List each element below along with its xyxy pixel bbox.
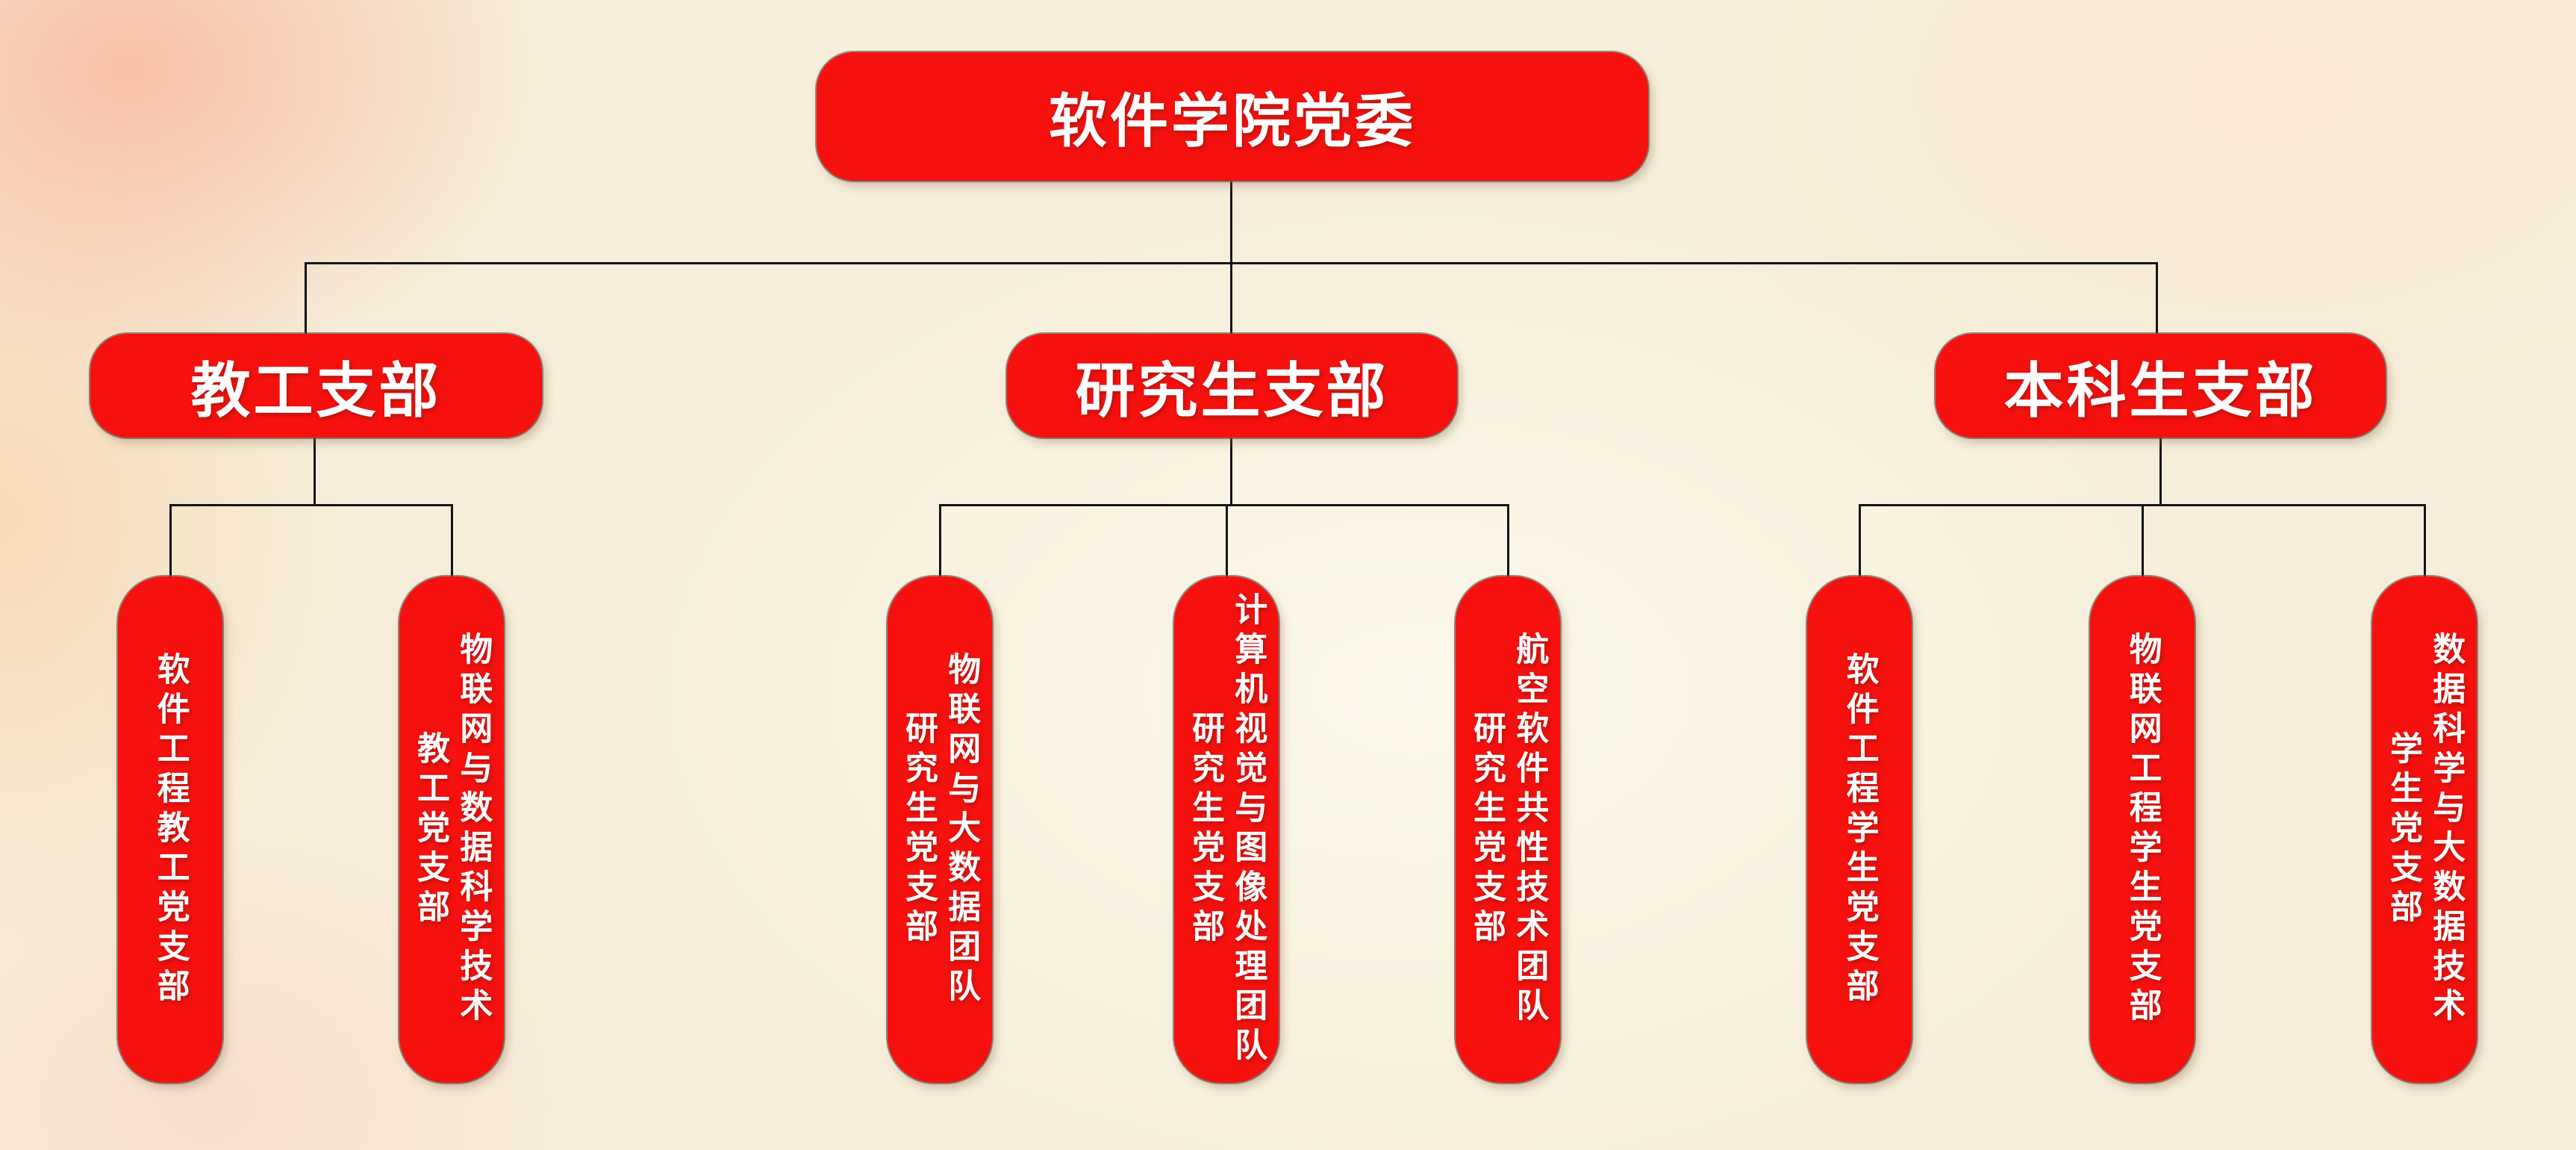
root-box-label: 软件学院党委 xyxy=(1048,88,1416,154)
root-box-party-committee: 软件学院党委 xyxy=(817,52,1648,181)
connector-drop-leaf-1-1 xyxy=(1226,506,1228,576)
branch-box-label: 研究生支部 xyxy=(1075,357,1389,424)
connector-branch-2-horizontal xyxy=(1859,504,2426,506)
leaf-box-label: 物联网与大数据团队 研究生党支部 xyxy=(900,651,980,1008)
branch-box-faculty: 教工支部 xyxy=(90,334,542,438)
connector-branch-0-stub xyxy=(314,438,316,505)
leaf-box-software-eng-student: 软件工程学生党支部 xyxy=(1807,576,1912,1083)
connector-branch-2-stub xyxy=(2159,438,2162,505)
connector-drop-branch-1 xyxy=(1230,263,1232,334)
connector-drop-leaf-0-0 xyxy=(169,506,172,576)
leaf-box-iot-eng-student: 物联网工程学生党支部 xyxy=(2090,576,2195,1083)
connector-drop-leaf-1-0 xyxy=(939,506,941,576)
branch-box-graduate: 研究生支部 xyxy=(1007,334,1457,438)
leaf-box-label: 软件工程学生党支部 xyxy=(1841,651,1878,1008)
branch-box-label: 本科生支部 xyxy=(2003,357,2318,424)
connector-drop-leaf-1-2 xyxy=(1507,506,1509,576)
leaf-box-label: 物联网与数据科学技术 教工党支部 xyxy=(412,632,492,1028)
connector-branch-1-stub xyxy=(1230,438,1232,505)
leaf-box-cv-image-grad: 计算机视觉与图像处理团队 研究生党支部 xyxy=(1174,576,1279,1083)
connector-drop-leaf-2-0 xyxy=(1859,506,1861,576)
connector-drop-branch-0 xyxy=(305,263,307,334)
leaf-box-label: 数据科学与大数据技术 学生党支部 xyxy=(2385,632,2465,1028)
connector-drop-leaf-0-1 xyxy=(451,506,453,576)
branch-box-label: 教工支部 xyxy=(190,357,442,424)
leaf-box-software-eng-faculty: 软件工程教工党支部 xyxy=(118,576,222,1083)
leaf-box-iot-bigdata-grad: 物联网与大数据团队 研究生党支部 xyxy=(888,576,992,1083)
leaf-box-label: 物联网工程学生党支部 xyxy=(2124,632,2161,1028)
leaf-box-label: 计算机视觉与图像处理团队 研究生党支部 xyxy=(1187,592,1267,1067)
connector-branch-1-horizontal xyxy=(939,504,1509,506)
leaf-box-aviation-software-grad: 航空软件共性技术团队 研究生党支部 xyxy=(1456,576,1560,1083)
connector-branch-0-horizontal xyxy=(169,504,453,506)
leaf-box-iot-datasci-faculty: 物联网与数据科学技术 教工党支部 xyxy=(399,576,504,1083)
connector-drop-leaf-2-2 xyxy=(2424,506,2426,576)
connector-drop-branch-2 xyxy=(2156,263,2158,334)
leaf-box-label: 软件工程教工党支部 xyxy=(152,651,189,1008)
leaf-box-datasci-bigdata-student: 数据科学与大数据技术 学生党支部 xyxy=(2372,576,2477,1083)
connector-root-stub xyxy=(1230,181,1232,263)
connector-drop-leaf-2-1 xyxy=(2142,506,2144,576)
leaf-box-label: 航空软件共性技术团队 研究生党支部 xyxy=(1468,632,1548,1028)
branch-box-undergraduate: 本科生支部 xyxy=(1936,334,2386,438)
